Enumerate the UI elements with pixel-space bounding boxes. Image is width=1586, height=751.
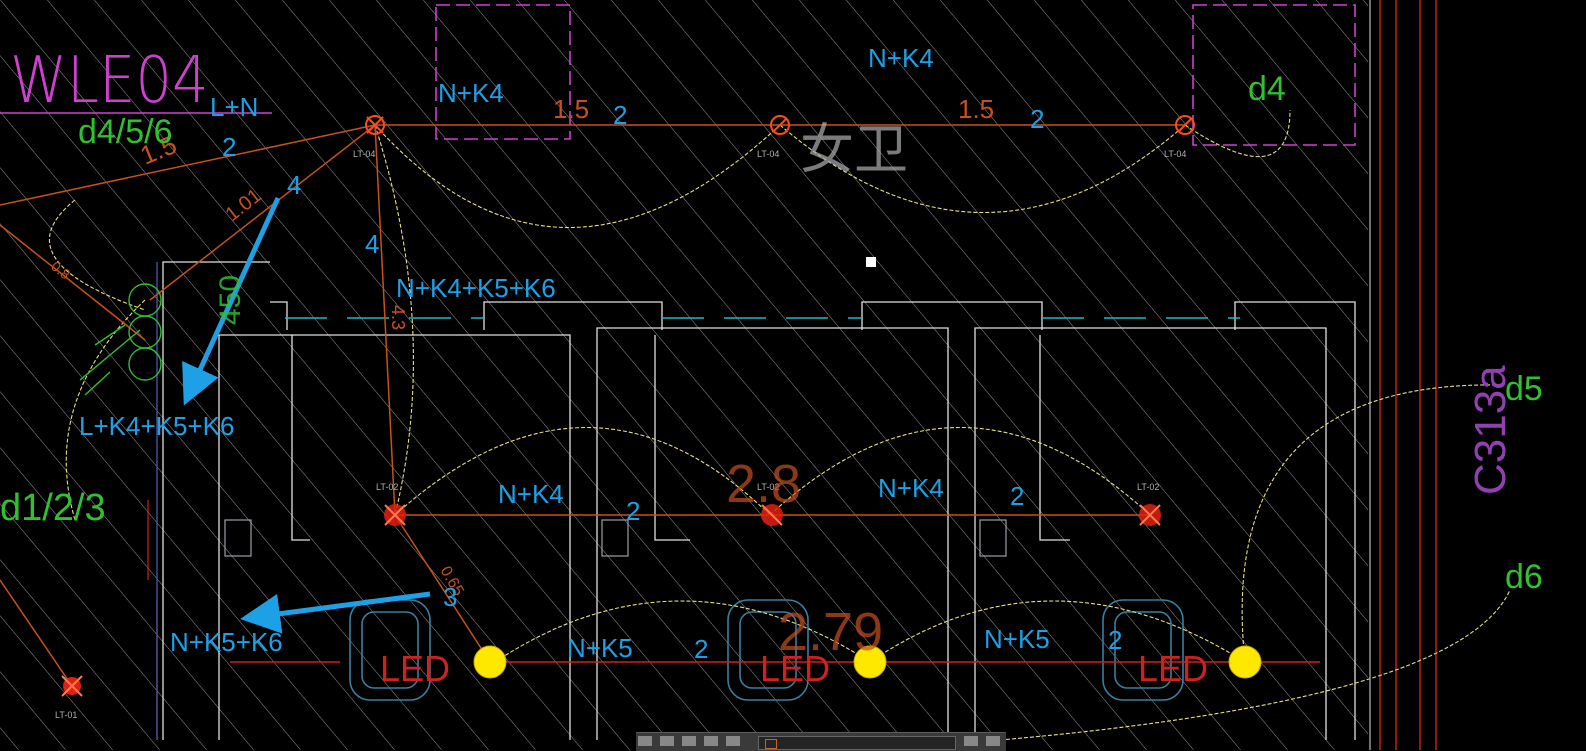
switch-label: d4 bbox=[1248, 70, 1286, 108]
switch-label: d1/2/3 bbox=[0, 487, 106, 529]
circuit-label: N+K4+K5+K6 bbox=[396, 273, 556, 303]
circuit-label: N+K4 bbox=[878, 473, 944, 503]
toolbar-control[interactable] bbox=[726, 736, 740, 746]
fixture-tag: LT-02 bbox=[376, 482, 398, 492]
layer-color-swatch bbox=[765, 739, 777, 749]
dimension-text: 450 bbox=[214, 275, 247, 325]
toolbar-control[interactable] bbox=[682, 736, 696, 746]
circuit-label: N+K5 bbox=[567, 633, 633, 663]
room-tag: WLE04 bbox=[10, 43, 209, 118]
circuit-label: N+K4 bbox=[868, 43, 934, 73]
toolbar-control[interactable] bbox=[704, 736, 718, 746]
switch-label: d5 bbox=[1505, 370, 1543, 408]
toolbar-control[interactable] bbox=[964, 736, 978, 746]
led-label: LED bbox=[1138, 648, 1208, 689]
annotation-arrows bbox=[182, 196, 431, 634]
stall-walls bbox=[162, 261, 1356, 740]
ceiling-light-lt01 bbox=[61, 675, 83, 697]
dimension-text: 2.79 bbox=[778, 602, 883, 662]
status-strip[interactable] bbox=[636, 732, 1006, 751]
fixture-tag: LT-02 bbox=[757, 482, 779, 492]
selection-grip[interactable] bbox=[866, 257, 876, 267]
wire-count: 2 bbox=[626, 496, 640, 526]
led-label: LED bbox=[760, 648, 830, 689]
wire-count: 2 bbox=[1108, 625, 1122, 655]
dimension-text: 2.8 bbox=[726, 454, 801, 514]
ceiling-light-lt04-mid bbox=[770, 115, 790, 135]
ceiling-light-lt02-mid bbox=[761, 504, 783, 526]
wire-count: 2 bbox=[613, 100, 627, 130]
wire-count: 4 bbox=[365, 229, 379, 259]
circuit-label: N+K5+K6 bbox=[170, 627, 283, 657]
magenta-room-boundaries bbox=[0, 4, 1356, 146]
length-label: 4.3 bbox=[388, 305, 408, 330]
circuit-label: L+K4+K5+K6 bbox=[79, 411, 234, 441]
fixture-tag: LT-02 bbox=[1137, 482, 1159, 492]
ceiling-light-lt04-left bbox=[365, 115, 385, 135]
led-lamps bbox=[473, 645, 1262, 679]
wire-count: 4 bbox=[287, 170, 301, 200]
fixture-tag: LT-04 bbox=[757, 149, 779, 159]
switch-arcs bbox=[48, 109, 1511, 741]
switch-label: d4/5/6 bbox=[78, 113, 173, 151]
text-layer: WLE04 C313a LT-04 LT-04 LT-04 LT-02 LT-0… bbox=[0, 43, 1543, 720]
wire-count: 2 bbox=[694, 634, 708, 664]
wire-count: 2 bbox=[1030, 104, 1044, 134]
switch-group bbox=[79, 283, 162, 396]
circuit-label: L+N bbox=[210, 92, 258, 122]
toolbar-control[interactable] bbox=[660, 736, 674, 746]
ceiling-light-lt02-left bbox=[384, 504, 406, 526]
layer-dropdown[interactable] bbox=[758, 736, 956, 750]
toolbar-control[interactable] bbox=[986, 736, 1000, 746]
length-label: 1.5 bbox=[958, 94, 994, 124]
circuit-label: N+K4 bbox=[498, 479, 564, 509]
toolbar-control[interactable] bbox=[638, 736, 652, 746]
circuit-label: N+K5 bbox=[984, 624, 1050, 654]
circuit-label: N+K4 bbox=[438, 78, 504, 108]
right-wall-lines bbox=[1369, 0, 1437, 750]
length-label: 1.5 bbox=[553, 94, 589, 124]
fixture-tag: LT-04 bbox=[1164, 149, 1186, 159]
ceiling-light-lt04-right bbox=[1175, 115, 1195, 135]
fixture-tag: LT-04 bbox=[353, 149, 375, 159]
fixture-tag: LT-01 bbox=[55, 710, 77, 720]
ceiling-light-lt02-right bbox=[1139, 504, 1161, 526]
led-label: LED bbox=[380, 648, 450, 689]
switch-label: d6 bbox=[1505, 558, 1543, 596]
wire-count: 2 bbox=[222, 132, 236, 162]
room-tag-vertical: C313a bbox=[1466, 365, 1515, 495]
wire-count: 2 bbox=[1010, 481, 1024, 511]
sketch-text: 女卫 bbox=[800, 120, 908, 180]
wire-count: 3 bbox=[443, 582, 457, 612]
